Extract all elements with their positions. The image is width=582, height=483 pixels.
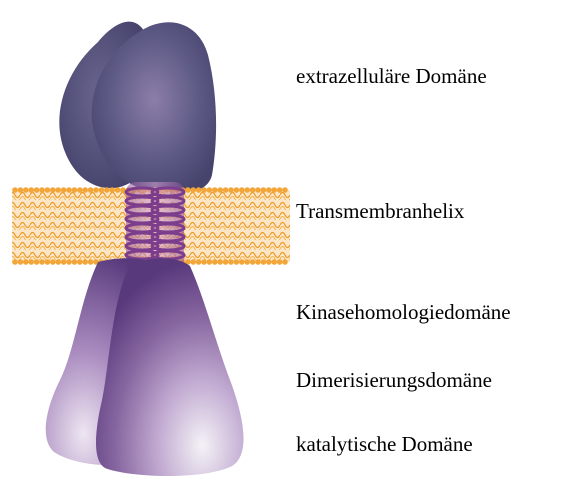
lipid-head-group <box>244 259 250 265</box>
lipid-head-group <box>66 259 72 265</box>
lipid-head-group <box>93 187 99 193</box>
lipid-head-group <box>77 259 83 265</box>
lipid-head-group <box>18 259 24 265</box>
lipid-head-group <box>190 259 196 265</box>
lipid-head-group <box>255 187 261 193</box>
lipid-head-group <box>277 187 283 193</box>
lipid-head-group <box>271 259 277 265</box>
lipid-head-group <box>196 259 202 265</box>
lipid-head-group <box>212 187 218 193</box>
transmembrane-helix <box>126 182 184 270</box>
lipid-head-group <box>82 259 88 265</box>
lipid-head-group <box>55 187 61 193</box>
lipid-head-group <box>244 187 250 193</box>
lipid-head-group <box>282 187 288 193</box>
lipid-head-group <box>266 259 272 265</box>
lipid-head-group <box>23 259 29 265</box>
lipid-head-group <box>23 187 29 193</box>
lipid-head-group <box>234 259 240 265</box>
lipid-head-group <box>201 187 207 193</box>
lipid-head-group <box>223 187 229 193</box>
lipid-head-group <box>45 187 51 193</box>
lipid-head-group <box>190 187 196 193</box>
lipid-head-group <box>28 259 34 265</box>
lipid-head-group <box>255 259 261 265</box>
lipid-head-group <box>99 187 105 193</box>
lipid-head-group <box>88 259 94 265</box>
lipid-head-group <box>266 187 272 193</box>
lipid-head-group <box>261 187 267 193</box>
lipid-head-group <box>250 187 256 193</box>
lipid-head-group <box>277 259 283 265</box>
lipid-head-group <box>77 187 83 193</box>
label-kinase-homology-domain: Kinasehomologiedomäne <box>296 300 511 324</box>
lipid-head-group <box>72 187 78 193</box>
lipid-head-group <box>212 259 218 265</box>
lipid-head-group <box>12 187 18 193</box>
extracellular-domain <box>59 22 216 194</box>
lipid-head-group <box>39 259 45 265</box>
lipid-head-group <box>18 187 24 193</box>
lipid-head-group <box>50 259 56 265</box>
lipid-head-group <box>61 187 67 193</box>
lipid-head-group <box>115 187 121 193</box>
lipid-head-group <box>201 259 207 265</box>
lipid-head-group <box>61 259 67 265</box>
lipid-head-group <box>217 187 223 193</box>
lipid-head-group <box>104 187 110 193</box>
lipid-head-group <box>234 187 240 193</box>
lipid-head-group <box>45 259 51 265</box>
lipid-head-group <box>72 259 78 265</box>
lipid-head-group <box>185 187 191 193</box>
lipid-head-group <box>239 187 245 193</box>
lipid-head-group <box>39 187 45 193</box>
lipid-head-group <box>223 259 229 265</box>
intracellular-domain <box>46 258 244 476</box>
label-dimerization-domain: Dimerisierungsdomäne <box>296 368 492 392</box>
lipid-head-group <box>282 259 288 265</box>
lipid-head-group <box>88 187 94 193</box>
lipid-head-group <box>207 259 213 265</box>
label-extracellular-domain: extrazelluläre Domäne <box>296 64 487 88</box>
lipid-head-group <box>228 187 234 193</box>
lipid-head-group <box>28 187 34 193</box>
lipid-head-group <box>66 187 72 193</box>
lipid-head-group <box>196 187 202 193</box>
lipid-head-group <box>12 259 18 265</box>
lipid-head-group <box>82 187 88 193</box>
lipid-head-group <box>207 187 213 193</box>
lipid-head-group <box>34 259 40 265</box>
lipid-head-group <box>239 259 245 265</box>
lipid-head-group <box>109 187 115 193</box>
lipid-head-group <box>271 187 277 193</box>
label-catalytic-domain: katalytische Domäne <box>296 432 473 456</box>
lipid-head-group <box>50 187 56 193</box>
lipid-head-group <box>261 259 267 265</box>
lipid-head-group <box>217 259 223 265</box>
lipid-head-group <box>228 259 234 265</box>
label-transmembrane-helix: Transmembranhelix <box>296 199 464 223</box>
lipid-head-group <box>250 259 256 265</box>
lipid-head-group <box>34 187 40 193</box>
lipid-head-group <box>55 259 61 265</box>
